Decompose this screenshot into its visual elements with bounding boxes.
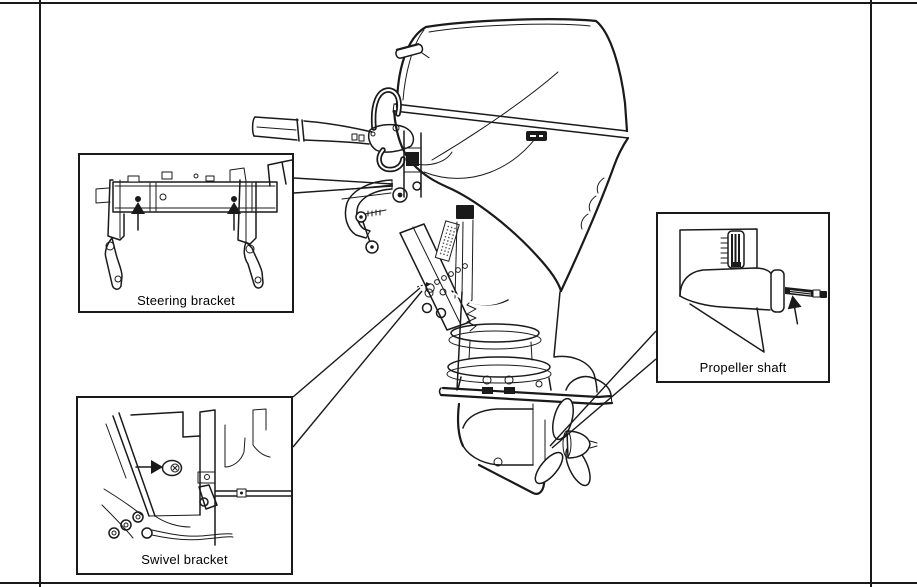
page-right-rule [870,0,872,587]
grease-arrow-icon [227,202,241,231]
propeller-shaft-detail [785,287,827,298]
choke-lever [395,43,430,59]
callout-swivel-bracket: Swivel bracket [76,396,293,575]
swivel-bracket-inset-drawing [101,408,291,546]
callout-label: Propeller shaft [699,360,787,375]
callout-propeller-shaft: Propeller shaft [656,212,830,383]
gearcase [456,402,547,495]
tiller-handle [251,87,422,198]
engine-cowl [392,18,629,161]
stern-bracket [339,179,509,332]
callout-steering-bracket: Steering bracket [78,153,294,313]
callout-label: Swivel bracket [141,552,228,567]
midsection-leg [446,291,598,394]
page-left-rule [39,0,41,587]
grease-arrow-icon [787,295,802,325]
propeller-shaft-inset-drawing [679,228,827,353]
lower-cowl [392,109,630,293]
skeg [477,462,547,495]
page-top-rule [0,2,917,4]
brand-badge [526,131,547,141]
warning-label [434,220,460,262]
grease-arrow-icon [131,202,145,231]
callout-leader-lines [292,177,657,449]
propeller [534,397,598,487]
page-bottom-rule [0,582,917,584]
spline-detail [720,230,745,269]
callout-label: Steering bracket [137,293,235,308]
steering-pivot-bolt [392,187,408,203]
grease-arrow-icon [135,460,163,474]
clamp-screw-handle [355,209,387,254]
anti-ventilation-plate [438,375,614,406]
steering-bracket-inset-drawing [95,159,292,290]
